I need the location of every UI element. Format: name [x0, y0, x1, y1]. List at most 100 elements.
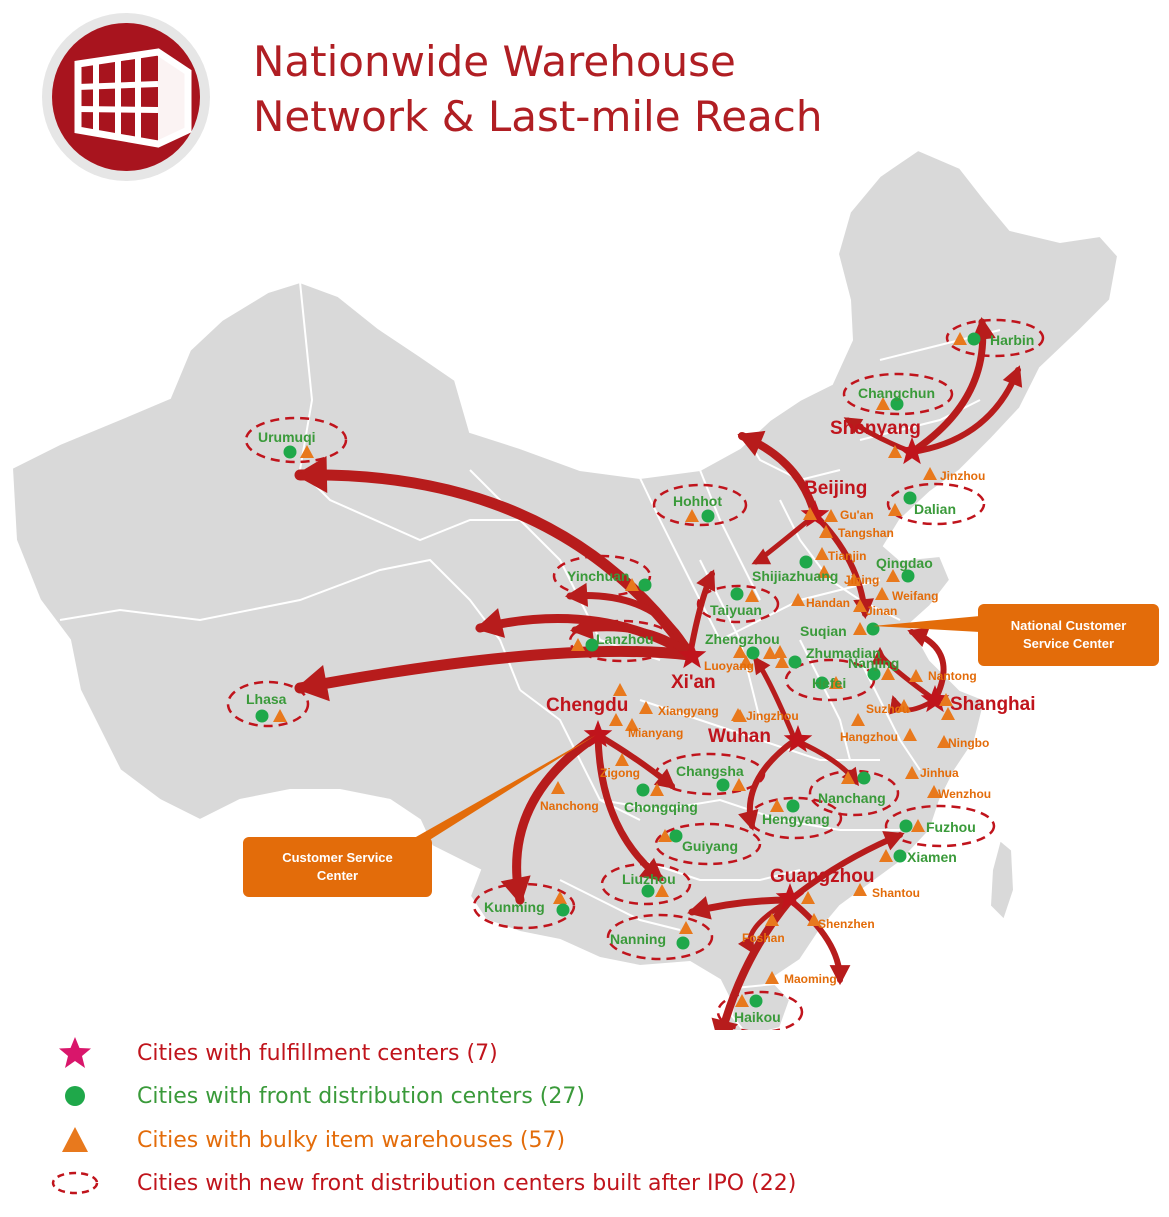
- bulky-warehouse-marker: [888, 503, 902, 516]
- bulky-warehouse-marker: [763, 646, 777, 659]
- city-label: Zhumadian: [806, 645, 881, 661]
- bulky-warehouse-marker: [625, 718, 639, 731]
- bulky-warehouse-marker: [941, 707, 955, 720]
- arrow-head: [500, 875, 531, 905]
- new-dc-ellipse: [226, 680, 310, 728]
- distribution-arrow: [908, 318, 987, 456]
- bulky-warehouse-marker: [273, 709, 287, 722]
- new-dc-ellipse: [696, 584, 780, 624]
- city-label: Changchun: [858, 385, 935, 401]
- bulky-warehouse-marker: [937, 735, 951, 748]
- new-dc-ellipse: [654, 822, 762, 866]
- front-dc-marker: [701, 509, 715, 523]
- city-label: Xiamen: [907, 849, 957, 865]
- bulky-warehouse-marker: [733, 645, 747, 658]
- arrow-head: [753, 655, 771, 676]
- bulky-warehouse-marker: [609, 713, 623, 726]
- legend-item-bulky: Cities with bulky item warehouses (57): [50, 1120, 565, 1160]
- fulfillment-star: [800, 500, 830, 528]
- legend-item-front-dc: Cities with front distribution centers (…: [50, 1076, 585, 1116]
- new-dc-ellipse: [808, 769, 900, 817]
- arrow-head: [475, 608, 505, 638]
- bulky-warehouse-marker: [905, 766, 919, 779]
- city-label: Shenzhen: [818, 917, 875, 931]
- customer-service-callout: Customer Service Center: [243, 837, 432, 897]
- city-label: Nanchong: [540, 799, 599, 813]
- legend-text: Cities with front distribution centers (…: [137, 1083, 585, 1109]
- arrow-head: [653, 768, 676, 790]
- bulky-warehouse-marker: [939, 693, 953, 706]
- bulky-warehouse-marker: [881, 667, 895, 680]
- distribution-arrow: [512, 730, 603, 905]
- arrow-head: [295, 664, 330, 702]
- city-label: Tianjin: [828, 549, 866, 563]
- arrow-head: [295, 456, 328, 493]
- bulky-warehouse-marker: [775, 655, 789, 668]
- new-dc-ellipse: [945, 318, 1045, 358]
- city-label: Yinchuan: [567, 568, 630, 584]
- city-label: Lanzhou: [596, 631, 654, 647]
- arrow-head: [711, 1017, 739, 1030]
- new-dc-ellipse: [884, 804, 996, 848]
- bulky-warehouse-marker: [953, 332, 967, 345]
- city-label: Nanjing: [848, 655, 899, 671]
- city-label: Lhasa: [246, 691, 287, 707]
- city-label: Taiyuan: [710, 602, 762, 618]
- bulky-warehouse-marker: [613, 683, 627, 696]
- front-dc-marker: [799, 555, 813, 569]
- bulky-warehouse-marker: [801, 891, 815, 904]
- arrow-head: [829, 965, 851, 986]
- city-label: Hefei: [812, 675, 846, 691]
- city-label: Harbin: [990, 332, 1034, 348]
- arrow-head: [843, 417, 864, 435]
- bulky-warehouse-marker: [735, 994, 749, 1007]
- bulky-warehouse-marker: [615, 753, 629, 766]
- front-dc-marker: [901, 569, 915, 583]
- bulky-warehouse-marker: [888, 445, 902, 458]
- city-label: Foshan: [742, 931, 785, 945]
- bulky-warehouse-marker: [807, 913, 821, 926]
- legend-item-fulfillment: Cities with fulfillment centers (7): [50, 1033, 498, 1073]
- arrow-head: [871, 646, 889, 665]
- title-line-1: Nationwide Warehouse: [253, 37, 736, 86]
- city-label: Hohhot: [673, 493, 722, 509]
- city-label: Liuzhou: [622, 871, 676, 887]
- city-label: Jinhua: [920, 766, 959, 780]
- bulky-warehouse-marker: [875, 587, 889, 600]
- city-label: Nantong: [928, 669, 977, 683]
- city-label: Shanghai: [950, 694, 1036, 715]
- bulky-warehouse-marker: [897, 699, 911, 712]
- arrow-head: [751, 548, 772, 565]
- front-dc-marker: [786, 799, 800, 813]
- front-dc-marker: [788, 655, 802, 669]
- city-label: Hengyang: [762, 811, 830, 827]
- bulky-warehouse-marker: [803, 507, 817, 520]
- bulky-warehouse-marker: [851, 713, 865, 726]
- distribution-arrow: [909, 367, 1021, 455]
- city-label: Guangzhou: [770, 866, 874, 887]
- bulky-warehouse-marker: [886, 569, 900, 582]
- front-dc-marker: [866, 622, 880, 636]
- front-dc-marker: [585, 638, 599, 652]
- callout-cs-line-2: Center: [316, 868, 359, 883]
- city-label: Chongqing: [624, 799, 698, 815]
- city-label: Weifang: [892, 589, 938, 603]
- bulky-warehouse-marker: [300, 445, 314, 458]
- legend-text: Cities with new front distribution cente…: [137, 1170, 797, 1196]
- arrow-head: [687, 896, 712, 920]
- city-label: Dalian: [914, 501, 956, 517]
- bulky-warehouse-marker: [829, 676, 843, 689]
- bulky-warehouse-marker: [911, 819, 925, 832]
- china-map: ShenyangBeijingXi'anChengduWuhanShanghai…: [10, 148, 1120, 1030]
- bulky-warehouse-marker: [732, 778, 746, 791]
- city-label: Suqian: [800, 623, 847, 639]
- city-label: Changsha: [676, 763, 744, 779]
- city-label: Nanchang: [818, 790, 886, 806]
- front-dc-marker: [283, 445, 297, 459]
- bulky-warehouse-marker: [765, 913, 779, 926]
- bulky-warehouse-marker: [824, 509, 838, 522]
- city-label: Gu'an: [840, 508, 874, 522]
- bulky-warehouse-marker: [551, 781, 565, 794]
- bulky-warehouse-marker: [553, 891, 567, 904]
- new-dc-ellipse: [606, 913, 714, 961]
